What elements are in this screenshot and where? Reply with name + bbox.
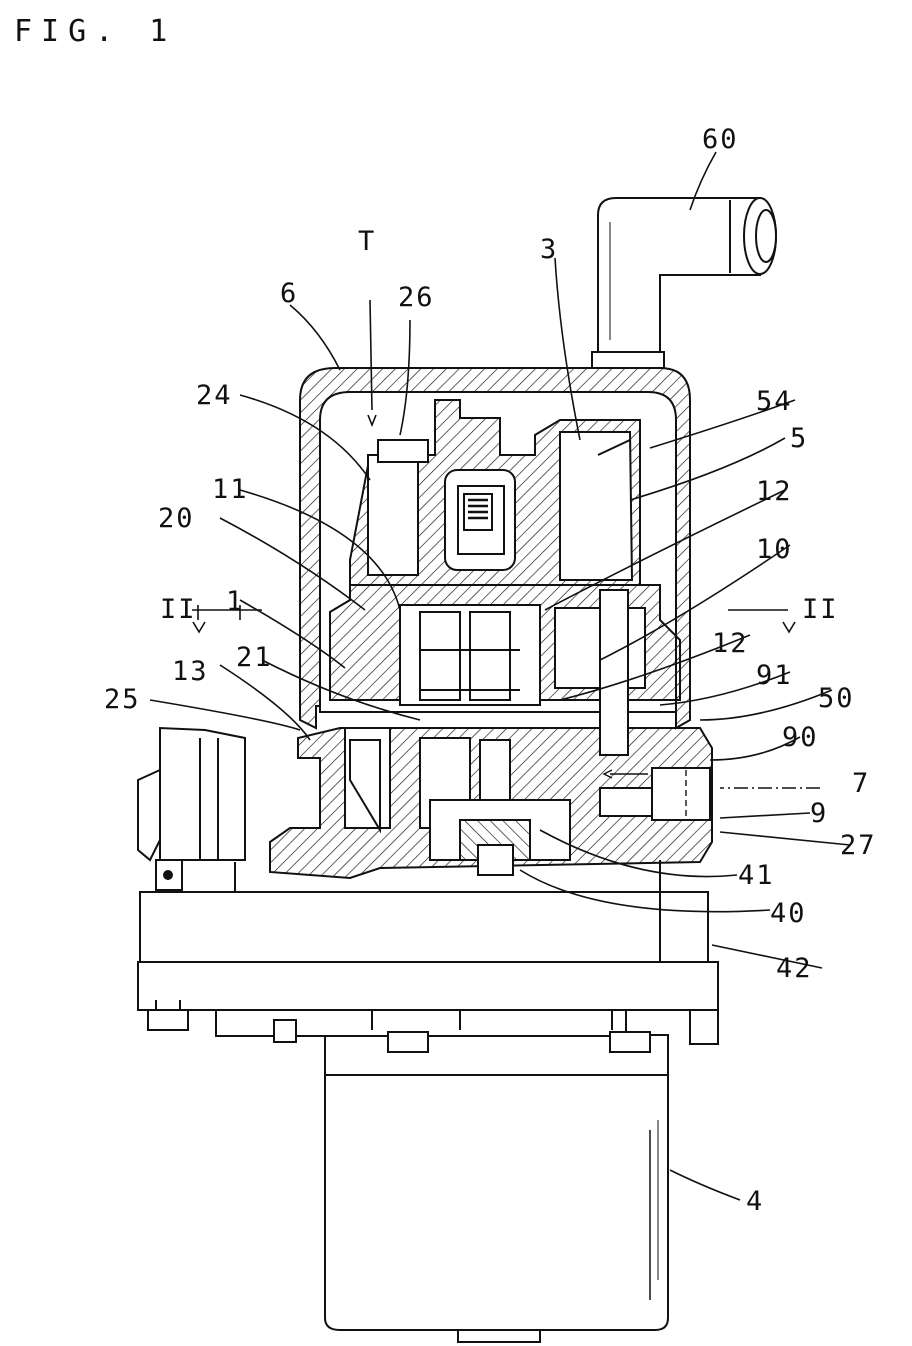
label-4: 4 <box>746 1188 764 1215</box>
label-90: 90 <box>782 724 819 751</box>
label-50: 50 <box>818 685 855 712</box>
outlet-pipe <box>592 198 776 368</box>
label-ii-left: II <box>160 596 197 623</box>
mounting-flange <box>138 860 718 1052</box>
label-12-upper: 12 <box>756 478 793 505</box>
label-13: 13 <box>172 658 209 685</box>
label-54: 54 <box>756 388 793 415</box>
label-20: 20 <box>158 505 195 532</box>
label-25: 25 <box>104 686 141 713</box>
label-9: 9 <box>810 800 828 827</box>
electrical-connector <box>138 728 245 890</box>
label-91: 91 <box>756 662 793 689</box>
label-5: 5 <box>790 425 808 452</box>
label-12-lower: 12 <box>712 630 749 657</box>
label-40: 40 <box>770 900 807 927</box>
label-60: 60 <box>702 126 739 153</box>
label-11: 11 <box>212 476 249 503</box>
label-21: 21 <box>236 644 273 671</box>
label-1: 1 <box>226 588 244 615</box>
label-27: 27 <box>840 832 877 859</box>
label-10: 10 <box>756 536 793 563</box>
label-41: 41 <box>738 862 775 889</box>
label-42: 42 <box>776 955 813 982</box>
label-t: T <box>358 228 376 255</box>
label-24: 24 <box>196 382 233 409</box>
label-3: 3 <box>540 236 558 263</box>
motor-body <box>325 1035 668 1342</box>
label-ii-right: II <box>802 596 839 623</box>
label-26: 26 <box>398 284 435 311</box>
label-7: 7 <box>852 770 870 797</box>
label-6: 6 <box>280 280 298 307</box>
